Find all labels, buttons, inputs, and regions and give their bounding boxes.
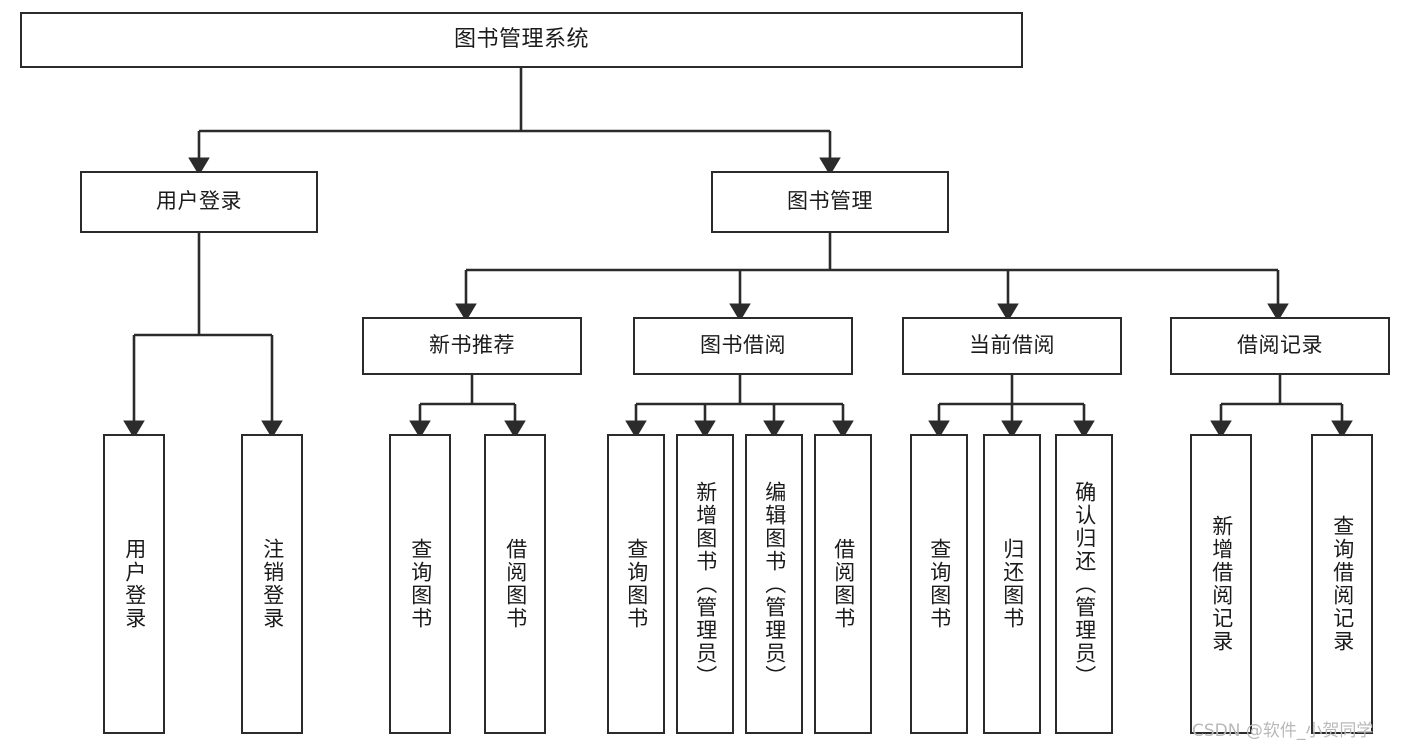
node-current-borrow[interactable]: 当前借阅	[902, 317, 1122, 375]
node-leaf-query-record-label: 查询借阅记录	[1330, 515, 1355, 653]
node-leaf-query-book-rec[interactable]: 查询图书	[389, 434, 451, 734]
node-book-borrow-label: 图书借阅	[700, 333, 786, 358]
node-book-management[interactable]: 图书管理	[711, 171, 949, 233]
node-leaf-query-book-rec-label: 查询图书	[408, 538, 433, 630]
node-leaf-return-book-label: 归还图书	[1000, 538, 1025, 630]
node-leaf-query-book-borrow-label: 查询图书	[624, 538, 649, 630]
node-leaf-confirm-return[interactable]: 确认归还（管理员）	[1055, 434, 1113, 734]
node-leaf-edit-book[interactable]: 编辑图书（管理员）	[745, 434, 803, 734]
node-borrow-records-label: 借阅记录	[1237, 333, 1323, 358]
node-leaf-add-record[interactable]: 新增借阅记录	[1190, 434, 1252, 734]
node-new-book-recommend-label: 新书推荐	[429, 333, 515, 358]
node-root-label: 图书管理系统	[453, 26, 589, 52]
node-leaf-user-login[interactable]: 用户登录	[103, 434, 165, 734]
node-leaf-user-login-label: 用户登录	[122, 538, 147, 630]
node-user-login[interactable]: 用户登录	[80, 171, 318, 233]
node-leaf-logout-label: 注销登录	[260, 538, 285, 630]
node-new-book-recommend[interactable]: 新书推荐	[362, 317, 582, 375]
node-leaf-query-book-borrow[interactable]: 查询图书	[607, 434, 665, 734]
node-leaf-query-book-current-label: 查询图书	[927, 538, 952, 630]
node-leaf-confirm-return-label: 确认归还（管理员）	[1072, 480, 1097, 688]
node-book-borrow[interactable]: 图书借阅	[633, 317, 853, 375]
node-leaf-add-book[interactable]: 新增图书（管理员）	[676, 434, 734, 734]
node-leaf-return-book[interactable]: 归还图书	[983, 434, 1041, 734]
node-leaf-edit-book-label: 编辑图书（管理员）	[762, 480, 787, 688]
node-current-borrow-label: 当前借阅	[969, 333, 1055, 358]
csdn-watermark: CSDN @软件_小贺同学	[1192, 721, 1374, 741]
node-borrow-records[interactable]: 借阅记录	[1170, 317, 1390, 375]
node-root[interactable]: 图书管理系统	[20, 12, 1023, 68]
node-leaf-query-record[interactable]: 查询借阅记录	[1311, 434, 1373, 734]
node-leaf-borrow-book-rec-label: 借阅图书	[503, 538, 528, 630]
node-leaf-query-book-current[interactable]: 查询图书	[910, 434, 968, 734]
node-leaf-borrow-book-rec[interactable]: 借阅图书	[484, 434, 546, 734]
node-leaf-add-book-label: 新增图书（管理员）	[693, 480, 718, 688]
node-leaf-add-record-label: 新增借阅记录	[1209, 515, 1234, 653]
node-leaf-borrow-book-label: 借阅图书	[831, 538, 856, 630]
node-leaf-logout[interactable]: 注销登录	[241, 434, 303, 734]
node-leaf-borrow-book[interactable]: 借阅图书	[814, 434, 872, 734]
node-book-management-label: 图书管理	[787, 189, 873, 214]
node-user-login-label: 用户登录	[156, 189, 242, 214]
